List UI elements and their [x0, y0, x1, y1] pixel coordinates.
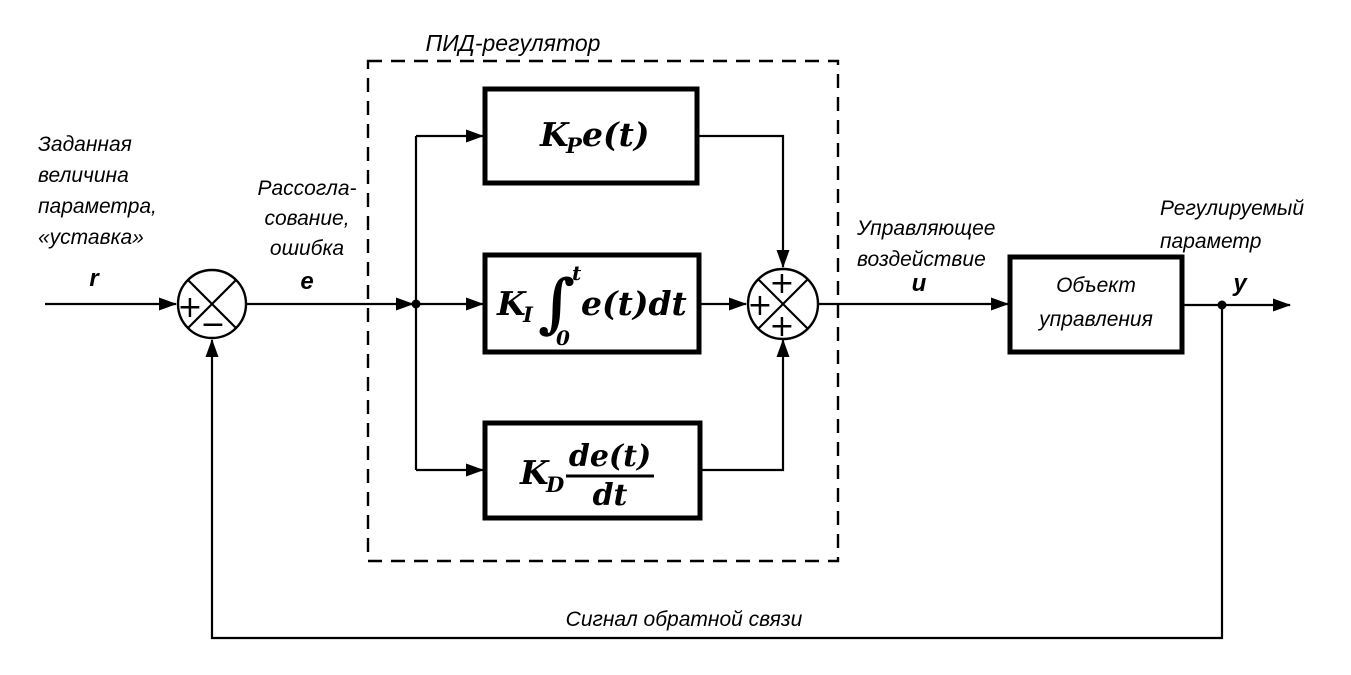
output-label-group: Регулируемый параметр y [1160, 197, 1304, 297]
integral-lower-limit: 0 [556, 326, 570, 350]
integral-upper-limit: t [572, 261, 582, 285]
setpoint-label-line2: величина [38, 164, 129, 187]
proportional-coef: K [539, 115, 570, 154]
plant-label-line2: управления [1037, 308, 1153, 331]
integral-sub: I [522, 302, 534, 327]
error-label-line2: сование, [264, 207, 349, 230]
derivative-coef: K [519, 453, 550, 492]
control-symbol: u [912, 270, 927, 297]
integral-expr: e(t)dt [581, 284, 687, 323]
setpoint-symbol: r [89, 265, 100, 292]
output-label-line1: Регулируемый [1160, 197, 1304, 220]
control-label-line1: Управляющее [856, 217, 995, 240]
error-junction-minus-sign: − [200, 307, 225, 342]
control-label-line2: воздействие [857, 248, 986, 271]
integral-formula: K I ∫ t 0 e(t)dt [496, 261, 687, 350]
proportional-formula: K P e(t) [539, 115, 649, 158]
plant-label-line1: Объект [1056, 274, 1136, 297]
pid-controller-box: ПИД-регулятор [366, 30, 840, 563]
integral-block-border [482, 252, 702, 355]
proportional-expr: e(t) [582, 115, 649, 154]
sum-junction-plus-top: + [769, 266, 794, 301]
derivative-formula: K D [519, 453, 565, 497]
error-summing-junction: + − [176, 268, 248, 342]
sum-junction-plus-left: + [747, 288, 772, 323]
derivative-denominator: dt [593, 478, 628, 513]
proportional-block: K P e(t) [482, 86, 700, 186]
output-summing-junction: + + + [746, 266, 820, 344]
output-label-line2: параметр [1160, 230, 1261, 253]
plant-block-border [1007, 254, 1185, 355]
error-junction-cross-line2 [187, 279, 237, 329]
derivative-output-wire [700, 339, 790, 472]
error-symbol: e [300, 268, 313, 295]
proportional-output-wire [697, 134, 790, 268]
error-label-group: Рассогла- сование, ошибка e [257, 177, 356, 295]
pid-box-title: ПИД-регулятор [426, 30, 601, 56]
pid-dashed-border [366, 59, 840, 563]
control-label-group: Управляющее воздействие u [856, 217, 995, 297]
derivative-block: K D de(t) dt [482, 420, 703, 521]
integral-coef: K [496, 284, 527, 323]
integral-sign: ∫ [538, 266, 575, 341]
error-junction-plus-sign: + [177, 290, 202, 325]
setpoint-label-line3: параметра, [38, 195, 157, 218]
error-label-line1: Рассогла- [257, 177, 356, 200]
proportional-block-border [482, 86, 700, 186]
derivative-numerator: de(t) [569, 439, 651, 474]
output-symbol: y [1232, 270, 1248, 297]
setpoint-label-line4: «уставка» [38, 226, 144, 249]
derivative-sub: D [545, 472, 565, 497]
sum-junction-plus-bottom: + [769, 309, 794, 344]
proportional-sub: P [565, 133, 583, 158]
error-label-line3: ошибка [270, 237, 344, 260]
setpoint-label-group: Заданная величина параметра, «уставка» r [38, 133, 157, 292]
plant-block: Объект управления [1007, 254, 1185, 355]
sum-junction-cross-line2 [757, 278, 809, 330]
feedback-label: Сигнал обратной связи [566, 608, 803, 631]
feedback-wire [205, 305, 1224, 640]
setpoint-label-line1: Заданная [38, 133, 132, 156]
integral-block: K I ∫ t 0 e(t)dt [482, 252, 702, 355]
